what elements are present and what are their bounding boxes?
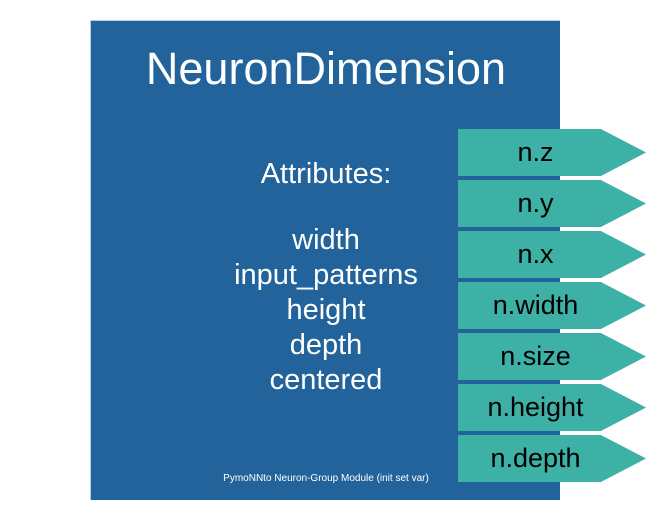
- callout-arrow: n.z: [458, 129, 646, 176]
- attributes-list: width input_patterns height depth center…: [91, 223, 561, 398]
- callout-arrow: n.x: [458, 231, 646, 278]
- callout-arrow-label: n.y: [517, 188, 554, 218]
- panel-footer-caption: PymoNNto Neuron-Group Module (init set v…: [223, 473, 429, 484]
- page-title: NeuronDimension: [145, 43, 507, 94]
- attributes-label: Attributes:: [260, 158, 392, 190]
- list-item: height: [286, 294, 366, 326]
- list-item: centered: [269, 364, 383, 396]
- chevron-arrow-icon: [458, 384, 646, 431]
- callout-arrow-label: n.width: [492, 290, 579, 320]
- callout-arrow-label: n.size: [500, 341, 571, 371]
- list-item: depth: [289, 329, 363, 361]
- callout-arrow: n.height: [458, 384, 646, 431]
- callout-arrow-label: n.x: [517, 239, 554, 269]
- list-item: width: [292, 224, 360, 256]
- chevron-arrow-icon: [458, 180, 646, 227]
- callout-arrow-label: n.height: [487, 392, 584, 422]
- callout-arrow-label: n.depth: [490, 443, 581, 473]
- callout-arrow: n.depth: [458, 435, 646, 482]
- callout-arrow: n.width: [458, 282, 646, 329]
- callout-arrow: n.y: [458, 180, 646, 227]
- chevron-arrow-icon: [458, 231, 646, 278]
- chevron-arrow-icon: [458, 282, 646, 329]
- list-item: input_patterns: [234, 259, 418, 291]
- chevron-arrow-icon: [458, 129, 646, 176]
- chevron-arrow-icon: [458, 435, 646, 482]
- callout-arrow-label: n.z: [517, 137, 554, 167]
- chevron-arrow-icon: [458, 333, 646, 380]
- callout-arrow-group: n.z n.y n.x n.width n.size n.height n.de…: [458, 129, 648, 489]
- callout-arrow: n.size: [458, 333, 646, 380]
